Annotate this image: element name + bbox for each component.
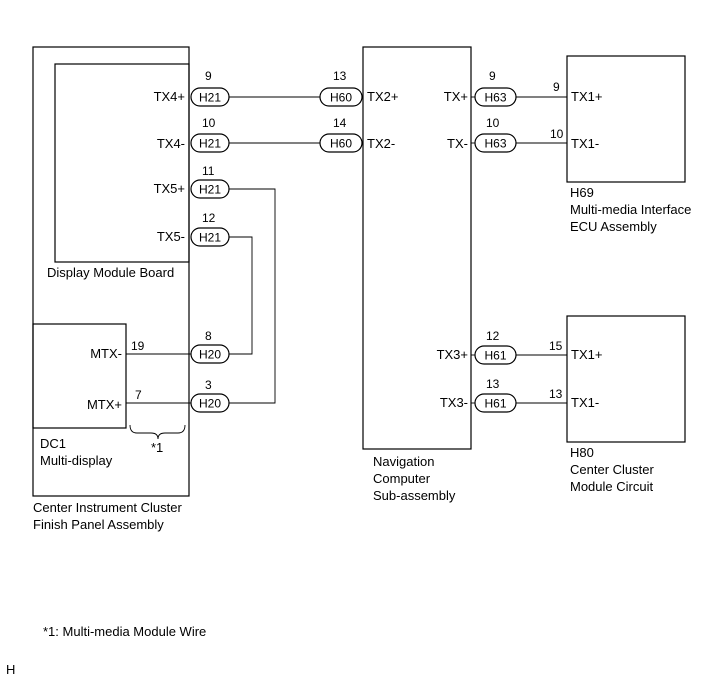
note-marker: *1 (151, 440, 163, 455)
connector-h60-pin14: H60 (319, 133, 363, 153)
pin-h80-15: 15 (549, 339, 563, 353)
connector-h60-label: H60 (330, 91, 352, 105)
h69-terminal-tx1-minus: TX1- (571, 136, 599, 151)
connector-h21-label: H21 (199, 183, 221, 197)
connector-h61-pin13: H61 (474, 393, 517, 413)
pin-h69-10: 10 (550, 127, 564, 141)
terminal-mtx-minus: MTX- (90, 346, 122, 361)
connector-h63-pin10: H63 (474, 133, 517, 153)
navigation-computer-box (362, 46, 472, 450)
pin-dc1-7: 7 (135, 388, 142, 402)
nav-label-line1: Navigation (373, 454, 434, 469)
nav-label-line2: Computer (373, 471, 431, 486)
terminal-tx-plus: TX+ (444, 89, 468, 104)
h69-code-label: H69 (570, 185, 594, 200)
terminal-mtx-plus: MTX+ (87, 397, 122, 412)
terminal-tx5-minus: TX5- (157, 229, 185, 244)
pin-h21-10: 10 (202, 116, 216, 130)
pin-h21-11: 11 (202, 164, 215, 178)
connector-h21-pin9: H21 (190, 87, 230, 107)
multi-display-box (32, 323, 127, 429)
center-cluster-module-box (566, 315, 686, 443)
connector-h21-label: H21 (199, 231, 221, 245)
connector-h21-pin11: H21 (190, 179, 230, 199)
terminal-tx3-plus: TX3+ (437, 347, 468, 362)
h80-label-line1: Center Cluster (570, 462, 654, 477)
terminal-tx3-minus: TX3- (440, 395, 468, 410)
pin-h60-13: 13 (333, 69, 347, 83)
h80-terminal-tx1-minus: TX1- (571, 395, 599, 410)
nav-label-line3: Sub-assembly (373, 488, 456, 503)
terminal-tx4-minus: TX4- (157, 136, 185, 151)
h80-terminal-tx1-plus: TX1+ (571, 347, 602, 362)
multi-display-label: Multi-display (40, 453, 113, 468)
wire-tx5-minus-loop (229, 236, 253, 355)
pin-h21-12: 12 (202, 211, 216, 225)
module-wire-brace (129, 424, 186, 440)
display-module-board-label: Display Module Board (47, 265, 174, 280)
dc1-code-label: DC1 (40, 436, 66, 451)
connector-h21-label: H21 (199, 91, 221, 105)
terminal-tx-minus: TX- (447, 136, 468, 151)
connector-h20-label: H20 (199, 348, 221, 362)
pin-h20-8: 8 (205, 329, 212, 343)
pin-h61-12: 12 (486, 329, 500, 343)
cicfpa-label-line1: Center Instrument Cluster (33, 500, 183, 515)
wire-tx5-plus-loop (229, 188, 276, 404)
pin-h61-13: 13 (486, 377, 500, 391)
h80-label-line2: Module Circuit (570, 479, 653, 494)
connector-h21-pin10: H21 (190, 133, 230, 153)
connector-h63-label: H63 (484, 91, 506, 105)
terminal-tx2-minus: TX2- (367, 136, 395, 151)
h69-terminal-tx1-plus: TX1+ (571, 89, 602, 104)
connector-h61-label: H61 (484, 397, 506, 411)
pin-h60-14: 14 (333, 116, 347, 130)
connector-h63-pin9: H63 (474, 87, 517, 107)
cicfpa-label-line2: Finish Panel Assembly (33, 517, 164, 532)
footnote: *1: Multi-media Module Wire (43, 624, 206, 639)
pin-dc1-19: 19 (131, 339, 145, 353)
pin-h69-9: 9 (553, 80, 560, 94)
multimedia-interface-ecu-box (566, 55, 686, 183)
pin-h21-9: 9 (205, 69, 212, 83)
center-instrument-cluster-box (32, 46, 190, 497)
terminal-tx5-plus: TX5+ (154, 181, 185, 196)
pin-h20-3: 3 (205, 378, 212, 392)
pin-h63-10: 10 (486, 116, 500, 130)
connector-h63-label: H63 (484, 137, 506, 151)
h80-code-label: H80 (570, 445, 594, 460)
connector-h20-pin8: H20 (190, 344, 230, 364)
pin-h80-13: 13 (549, 387, 563, 401)
connector-h21-label: H21 (199, 137, 221, 151)
connector-h21-pin12: H21 (190, 227, 230, 247)
display-module-board-box (54, 63, 190, 263)
connector-h20-pin3: H20 (190, 393, 230, 413)
pin-h63-9: 9 (489, 69, 496, 83)
terminal-tx4-plus: TX4+ (154, 89, 185, 104)
h69-label-line1: Multi-media Interface (570, 202, 691, 217)
connector-h60-label: H60 (330, 137, 352, 151)
corner-code: H (6, 662, 15, 677)
connector-h61-pin12: H61 (474, 345, 517, 365)
connector-h60-pin13: H60 (319, 87, 363, 107)
connector-h20-label: H20 (199, 397, 221, 411)
connector-h61-label: H61 (484, 349, 506, 363)
h69-label-line2: ECU Assembly (570, 219, 657, 234)
terminal-tx2-plus: TX2+ (367, 89, 398, 104)
